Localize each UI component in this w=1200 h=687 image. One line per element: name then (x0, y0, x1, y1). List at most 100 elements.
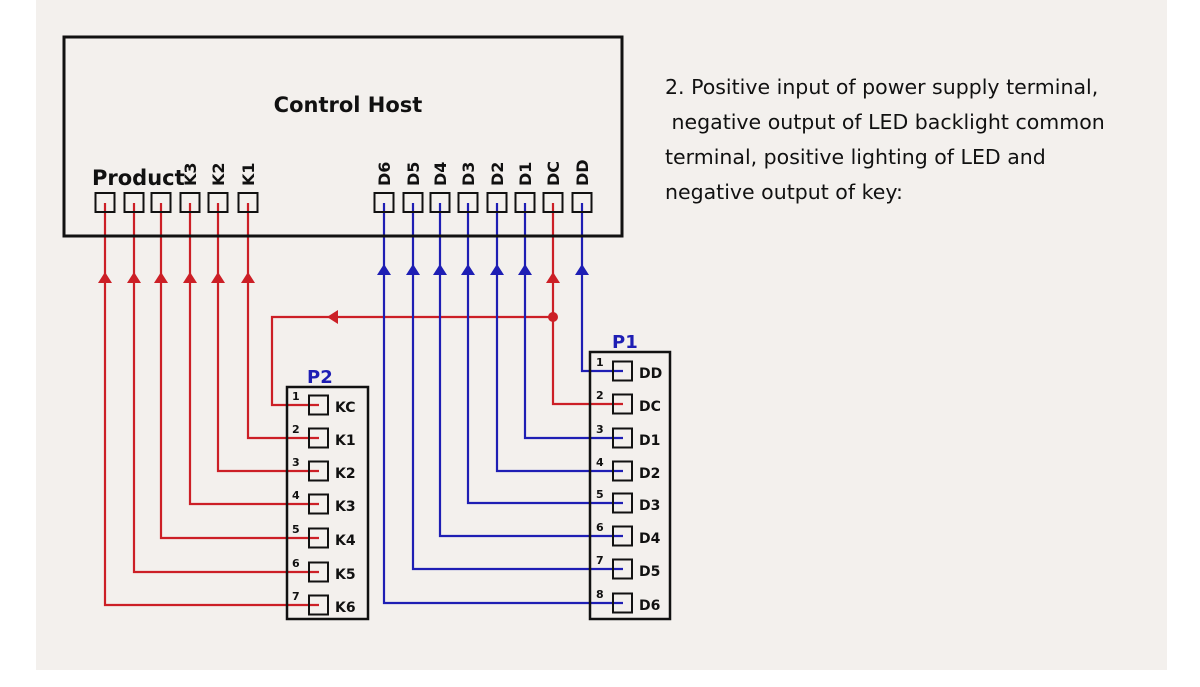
host-terminal (179, 192, 201, 213)
p1-pin-square (612, 592, 633, 614)
p2-pin-number: 5 (292, 523, 300, 536)
p2-pin-number: 7 (292, 590, 300, 603)
host-terminal-label: D4 (431, 162, 450, 186)
led-wire (466, 203, 623, 505)
p1-pin-label: DD (639, 366, 662, 382)
arrow-up-icon (154, 272, 168, 283)
p1-pin-number: 7 (596, 554, 604, 567)
p2-pin-square (308, 460, 329, 482)
host-terminal (429, 192, 451, 213)
p1-pin-number: 4 (596, 456, 604, 469)
host-terminal (514, 192, 536, 213)
control-host-box (62, 35, 624, 238)
p2-pin-number: 2 (292, 423, 300, 436)
p1-pin-label: D3 (639, 498, 660, 514)
host-terminal-label: DD (573, 159, 592, 186)
diagram-panel (36, 0, 1167, 670)
arrow-up-icon (575, 264, 589, 275)
p1-title: P1 (612, 332, 638, 353)
led-wire (523, 203, 623, 440)
host-terminal (373, 192, 395, 213)
p1-pin-label: D6 (639, 598, 660, 614)
p2-pin-label: K2 (335, 466, 356, 482)
host-terminal (94, 192, 116, 213)
led-wire (411, 203, 623, 571)
p1-pin-square (612, 492, 633, 514)
p1-pin-number: 5 (596, 488, 604, 501)
p2-pin-number: 6 (292, 557, 300, 570)
p1-pin-square (612, 427, 633, 449)
arrow-up-icon (406, 264, 420, 275)
arrow-up-icon (461, 264, 475, 275)
arrow-up-icon (518, 264, 532, 275)
p1-pin-number: 3 (596, 423, 604, 436)
control-host-title: Control Host (274, 93, 423, 117)
p2-pin-square (308, 394, 329, 416)
key-wire (188, 203, 319, 506)
host-terminal-label: D2 (488, 162, 507, 186)
arrow-up-icon (98, 272, 112, 283)
arrow-up-icon (183, 272, 197, 283)
host-terminal (237, 192, 259, 213)
host-terminal-label: D6 (375, 162, 394, 186)
arrow-left-icon (327, 310, 338, 324)
key-wire (103, 203, 319, 607)
arrow-up-icon (546, 272, 560, 283)
host-terminal (150, 192, 172, 213)
p2-pin-label: K4 (335, 533, 356, 549)
wires-layer (98, 203, 623, 607)
p2-connector-box (285, 385, 370, 621)
description-line: negative output of key: (665, 180, 903, 204)
host-terminal-label: K1 (239, 162, 258, 186)
host-terminal (123, 192, 145, 213)
host-terminal-label: D1 (516, 162, 535, 186)
p1-pin-number: 1 (596, 356, 604, 369)
p1-pin-label: D2 (639, 466, 660, 482)
led-wire (382, 203, 623, 605)
p1-pin-square (612, 525, 633, 547)
p2-pin-number: 4 (292, 489, 300, 502)
host-terminal-label: DC (544, 161, 563, 186)
host-terminal (207, 192, 229, 213)
p2-pin-square (308, 527, 329, 549)
p1-pin-label: D4 (639, 531, 661, 547)
p1-pin-number: 2 (596, 389, 604, 402)
description-line: negative output of LED backlight common (665, 110, 1105, 134)
p2-pin-label: K6 (335, 600, 356, 616)
p1-pin-label: DC (639, 399, 661, 415)
host-right-terminals: D6 D5 D4 D3 D2 D1 DC DD (373, 159, 593, 213)
p2-pin-label: KC (335, 400, 356, 416)
p2-pin-label: K3 (335, 499, 356, 515)
p1-pin-number: 6 (596, 521, 604, 534)
p1-pin-square (612, 360, 633, 382)
p1-pins: 1DD 2DC 3D1 4D2 5D3 6D4 7D5 8D6 (596, 356, 662, 614)
led-wire (438, 203, 623, 538)
host-terminal-label: K3 (181, 162, 200, 186)
p1-pin-label: D5 (639, 564, 660, 580)
host-terminal (486, 192, 508, 213)
host-terminal (571, 192, 593, 213)
led-wire (495, 203, 623, 473)
arrow-up-icon (377, 264, 391, 275)
p2-pin-square (308, 594, 329, 616)
host-terminal (402, 192, 424, 213)
arrow-up-icon (211, 272, 225, 283)
p2-pin-label: K1 (335, 433, 356, 449)
arrow-up-icon (127, 272, 141, 283)
key-wire (132, 203, 319, 574)
key-wire (159, 203, 319, 540)
p1-pin-number: 8 (596, 588, 604, 601)
host-terminal-label: D3 (459, 162, 478, 186)
p1-pin-label: D1 (639, 433, 660, 449)
dd-wire (580, 203, 623, 373)
p2-pin-number: 3 (292, 456, 300, 469)
host-terminal-label: D5 (404, 162, 423, 186)
product-label: Product (92, 166, 185, 190)
p2-pin-square (308, 493, 329, 515)
p2-pin-square (308, 427, 329, 449)
p2-pin-label: K5 (335, 567, 356, 583)
p1-connector-box (588, 350, 672, 621)
p1-pin-square (612, 393, 633, 415)
